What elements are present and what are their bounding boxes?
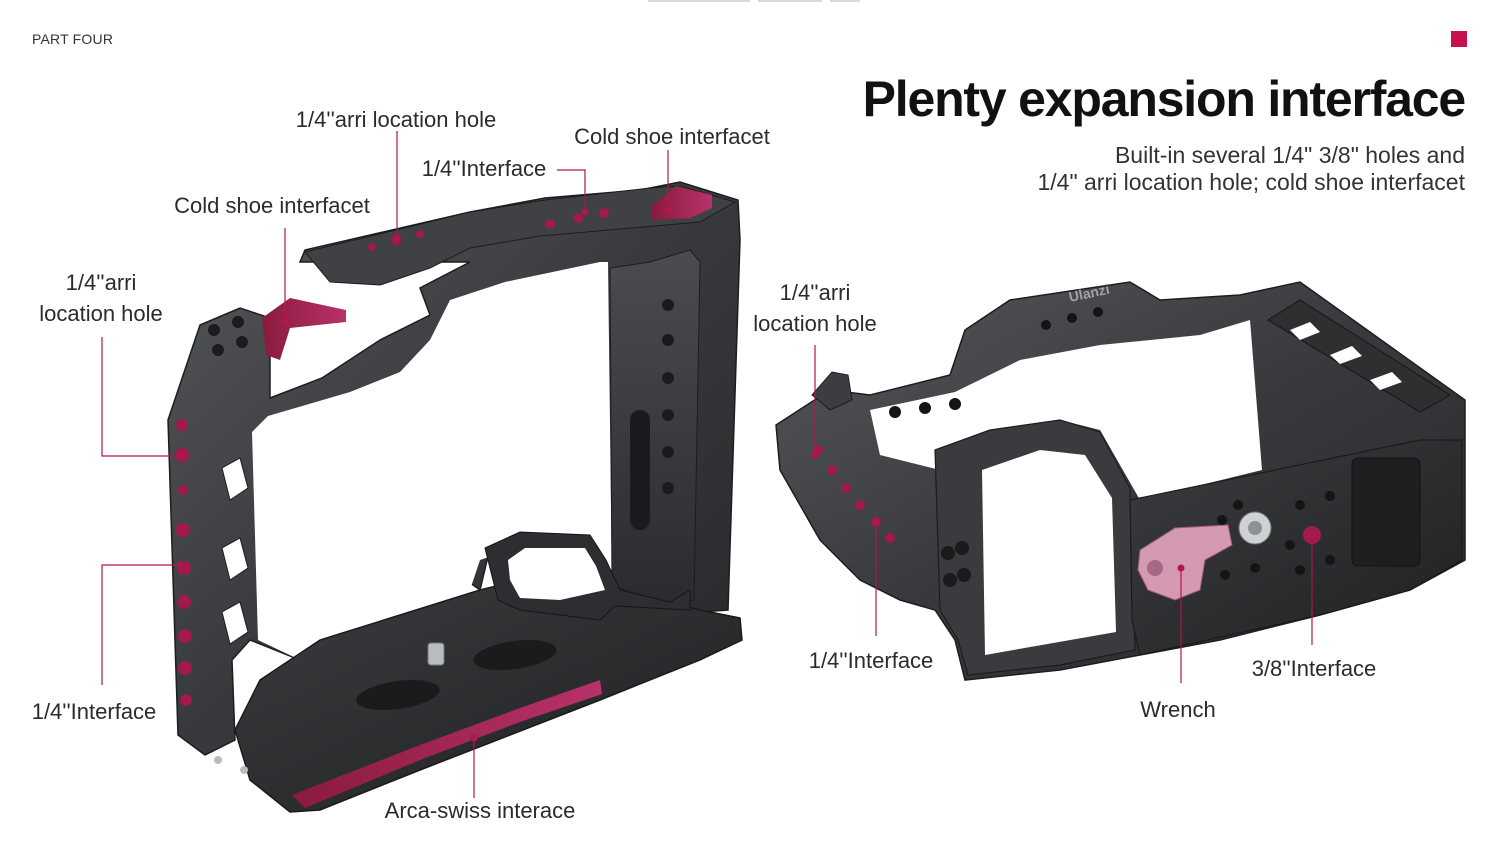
right-cage-top-holes (889, 307, 1103, 418)
callout-interface-right: 1/4''Interface (809, 648, 934, 673)
right-cage-arri-tab (811, 371, 853, 411)
subtitle-line: 1/4" arri location hole; cold shoe inter… (1037, 169, 1465, 195)
left-cage-grip-window (508, 548, 605, 600)
right-cage-top-slots (1290, 322, 1402, 390)
left-cold-shoe (262, 298, 346, 360)
callout-arri-side: location hole (39, 301, 163, 326)
left-cage-side-holes (630, 299, 674, 530)
top-divider (830, 0, 860, 2)
callout-leaders (101, 131, 1313, 798)
right-cage-side-slot (1351, 457, 1421, 567)
wrench-hole (1147, 560, 1163, 576)
top-divider (648, 0, 750, 2)
left-cage-tripod-screw (427, 642, 445, 666)
left-cage-rubber-pad (473, 639, 557, 671)
left-cage-top-bar (304, 185, 737, 286)
right-camera-cage: Ulanzi (775, 281, 1466, 681)
page-subtitle: Built-in several 1/4" 3/8" holes and 1/4… (1037, 142, 1465, 196)
callout-arca: Arca-swiss interace (385, 798, 576, 823)
left-cage-slots (221, 457, 249, 645)
left-cage-screws (208, 316, 248, 774)
callout-labels: 1/4''arri location hole Cold shoe interf… (32, 107, 1377, 823)
left-camera-cage (167, 181, 743, 813)
callout-wrench: Wrench (1140, 697, 1215, 722)
callout-interface-side: 1/4''Interface (32, 699, 157, 724)
right-cage-screws (941, 541, 971, 587)
top-divider (758, 0, 822, 2)
callout-cold-shoe-left: Cold shoe interfacet (174, 193, 370, 218)
left-cage-window (252, 262, 612, 660)
callout-interface-38: 3/8''Interface (1252, 656, 1377, 681)
left-cage-rubber-pad (356, 679, 440, 711)
left-cage-arca-strip (292, 680, 602, 808)
wrench (1137, 524, 1233, 601)
part-label: PART FOUR (32, 31, 114, 47)
callout-interface-top: 1/4''Interface (422, 156, 547, 181)
callout-arri-right: location hole (753, 311, 877, 336)
callout-dots (176, 206, 1316, 742)
callout-cold-shoe-right: Cold shoe interfacet (574, 124, 770, 149)
right-cage-grip-window (982, 450, 1116, 655)
callout-arri-top: 1/4''arri location hole (296, 107, 496, 132)
left-cage-side-bar (609, 249, 701, 605)
page-title: Plenty expansion interface (862, 71, 1467, 127)
right-cage-bottom-holes (1217, 491, 1335, 580)
callout-arri-right: 1/4''arri (780, 280, 851, 305)
right-cage-tripod-screw (1248, 521, 1262, 535)
accent-square (1451, 31, 1467, 47)
subtitle-line: Built-in several 1/4" 3/8" holes and (1114, 142, 1465, 168)
callout-arri-side: 1/4''arri (66, 270, 137, 295)
left-cage-base-plate (234, 574, 743, 813)
